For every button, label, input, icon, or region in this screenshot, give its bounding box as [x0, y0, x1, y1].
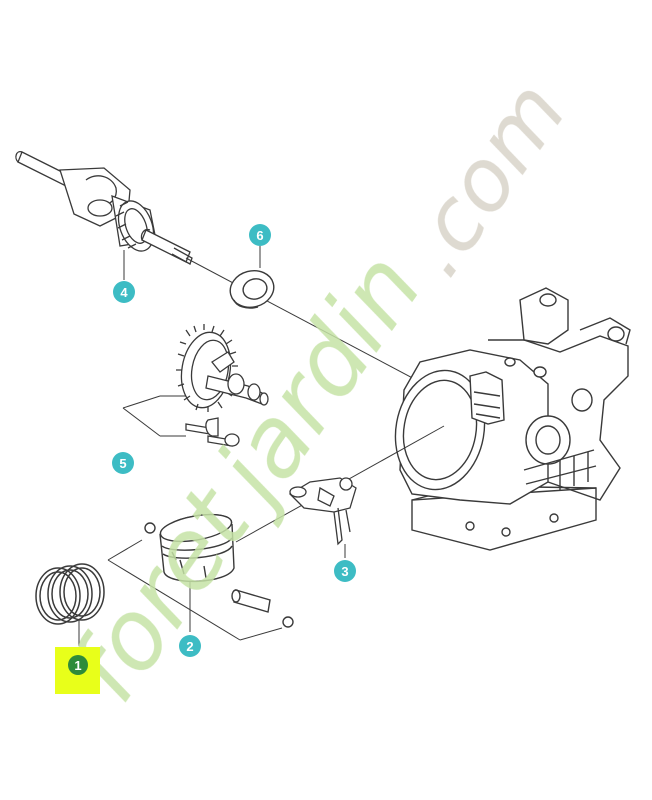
- callout-4[interactable]: 4: [113, 250, 135, 303]
- callout-3[interactable]: 3: [334, 560, 356, 582]
- rocker-arm-icon: [288, 477, 357, 558]
- callout-label: 2: [186, 639, 193, 654]
- watermark-text-com: .com: [383, 64, 586, 294]
- callout-label: 1: [74, 658, 81, 673]
- callout-badge: [112, 452, 134, 474]
- callout-badge: [68, 655, 88, 675]
- piston-rings-icon: [35, 563, 105, 646]
- assembly-axis-line: [185, 257, 421, 383]
- callout-badge: [113, 281, 135, 303]
- callout-6[interactable]: 6: [249, 224, 271, 246]
- callout-label: 3: [341, 564, 348, 579]
- callout-badge: [249, 224, 271, 246]
- oil-seal-icon: [229, 246, 275, 309]
- callout-label: 4: [120, 285, 128, 300]
- engine-block-icon: [394, 287, 631, 551]
- callout-2[interactable]: 2: [179, 635, 201, 657]
- callout-label: 6: [256, 228, 263, 243]
- callout-1[interactable]: 1: [55, 647, 100, 694]
- crankshaft-icon: [15, 151, 193, 265]
- callout-label: 5: [119, 456, 126, 471]
- callout-5[interactable]: 5: [112, 452, 134, 474]
- piston-icon: [107, 513, 294, 641]
- callout-badge: [334, 560, 356, 582]
- camshaft-icon: [122, 324, 269, 447]
- callout-badge: [179, 635, 201, 657]
